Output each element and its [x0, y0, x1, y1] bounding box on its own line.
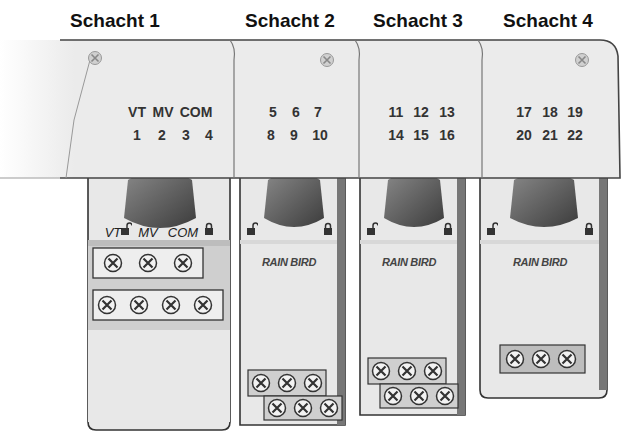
terminal-number: 12: [413, 105, 429, 119]
brand-logo: RAIN BIRD: [262, 257, 316, 268]
terminal-number: 14: [388, 128, 404, 142]
terminal-number: 21: [542, 128, 558, 142]
terminal-number: 2: [158, 128, 166, 142]
terminal-label: MV: [138, 226, 158, 239]
terminal-label: VT: [105, 226, 122, 239]
terminal-label: COM: [168, 226, 198, 239]
terminal-number: 10: [312, 128, 328, 142]
terminal-number: MV: [153, 105, 174, 119]
terminal-number: 22: [567, 128, 583, 142]
terminal-number: 17: [516, 105, 532, 119]
terminal-number: 19: [567, 105, 583, 119]
terminal-number: 8: [267, 128, 275, 142]
slot-heading: Schacht 2: [245, 11, 335, 30]
terminal-number: 15: [413, 128, 429, 142]
brand-logo: RAIN BIRD: [382, 257, 436, 268]
cover-panel: [0, 40, 620, 178]
terminal-number: 11: [389, 105, 404, 119]
brand-logo: RAIN BIRD: [513, 257, 567, 268]
terminal-number: 6: [292, 105, 300, 119]
terminal-number: VT: [128, 105, 146, 119]
terminal-number: 4: [205, 128, 213, 142]
terminal-number: COM: [180, 105, 213, 119]
slot-heading: Schacht 1: [70, 11, 160, 30]
terminal-number: 1: [133, 128, 141, 142]
slot-heading: Schacht 3: [373, 11, 463, 30]
terminal-number: 18: [542, 105, 558, 119]
terminal-number: 3: [182, 128, 190, 142]
terminal-number: 5: [269, 105, 277, 119]
terminal-number: 13: [439, 105, 455, 119]
terminal-number: 7: [314, 105, 322, 119]
terminal-strips: [88, 248, 585, 422]
terminal-number: 16: [439, 128, 455, 142]
terminal-number: 9: [290, 128, 298, 142]
terminal-number: 20: [516, 128, 532, 142]
module-bodies: [88, 170, 607, 430]
slot-heading: Schacht 4: [503, 11, 593, 30]
